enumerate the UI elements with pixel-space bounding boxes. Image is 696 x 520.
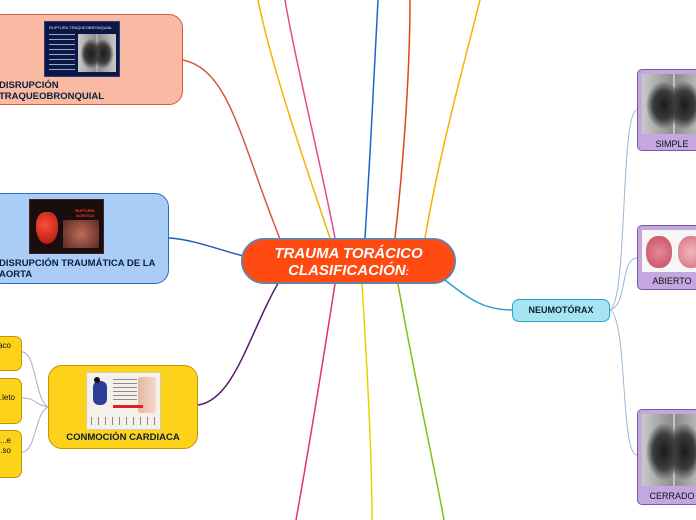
torso-section bbox=[138, 377, 156, 413]
link-conm-child-3 bbox=[21, 406, 49, 453]
topic-label: DISRUPCIÓN TRAQUEOBRONQUIAL bbox=[0, 80, 105, 102]
central-topic[interactable]: TRAUMA TORÁCICO CLASIFICACIÓN: bbox=[241, 238, 456, 284]
conmocion-subtopic-1[interactable]: ...aco bbox=[0, 336, 22, 371]
subtopic-cerrado[interactable]: CERRADO bbox=[637, 409, 696, 505]
subtopic-simple[interactable]: SIMPLE bbox=[637, 69, 696, 151]
conmocion-illustration bbox=[86, 372, 161, 430]
subtopic-label: CERRADO bbox=[649, 491, 695, 501]
subtopic-label: SIMPLE bbox=[655, 139, 689, 149]
branch-line-top-5 bbox=[424, 0, 481, 239]
chest-xray-image bbox=[642, 414, 696, 486]
link-simple bbox=[609, 109, 638, 311]
ball-icon bbox=[94, 377, 100, 383]
lung-illustration bbox=[642, 230, 696, 272]
conmocion-subtopic-2[interactable]: ...leto bbox=[0, 378, 22, 424]
link-abierto bbox=[609, 257, 638, 311]
link-conm-child-1 bbox=[21, 351, 49, 408]
topic-disrupcion-aorta[interactable]: RUPTURA AORTICA DISRUPCIÓN TRAUMÁTICA DE… bbox=[0, 193, 169, 284]
thumbnail-bullets bbox=[49, 34, 75, 72]
topic-label: CONMOCIÓN CARDIACA bbox=[66, 432, 180, 443]
topic-label: DISRUPCIÓN TRAUMÁTICA DE LA AORTA bbox=[0, 258, 156, 280]
thumbnail-title: RUPTURA TRAQUEOBRONQUIAL bbox=[49, 25, 113, 30]
subtopic-label: ABIERTO bbox=[652, 276, 692, 286]
link-conm-child-2 bbox=[21, 397, 49, 408]
chest-xray-image bbox=[642, 74, 696, 134]
surgery-photo bbox=[63, 220, 99, 248]
central-topic-line2: CLASIFICACIÓN: bbox=[288, 262, 409, 279]
branch-line-top-1 bbox=[257, 0, 331, 239]
branch-line-bottom-1 bbox=[295, 283, 336, 520]
heart-illustration bbox=[36, 212, 58, 244]
text-panel bbox=[113, 379, 137, 401]
impact-arrow bbox=[113, 405, 143, 408]
topic-neumotorax[interactable]: NEUMOTÓRAX bbox=[512, 299, 610, 322]
branch-line-top-2 bbox=[284, 0, 336, 239]
thumbnail-title: RUPTURA AORTICA bbox=[75, 208, 95, 218]
player-figure bbox=[93, 381, 107, 405]
ecg-trace bbox=[91, 417, 157, 425]
topic-conmocion-cardiaca[interactable]: CONMOCIÓN CARDIACA bbox=[48, 365, 198, 449]
chest-xray-image bbox=[78, 34, 116, 72]
xray-thumbnail: RUPTURA TRAQUEOBRONQUIAL bbox=[44, 21, 120, 77]
topic-disrupcion-traqueobronquial[interactable]: RUPTURA TRAQUEOBRONQUIAL DISRUPCIÓN TRAQ… bbox=[0, 14, 183, 105]
branch-line-top-3 bbox=[364, 0, 379, 239]
branch-line-bottom-3 bbox=[397, 283, 445, 520]
link-neumotorax bbox=[444, 279, 513, 311]
link-conmocion bbox=[197, 279, 281, 406]
central-topic-line1: TRAUMA TORÁCICO bbox=[274, 245, 423, 262]
link-disrupcion bbox=[182, 59, 283, 245]
subtopic-abierto[interactable]: ABIERTO bbox=[637, 225, 696, 290]
branch-line-top-4 bbox=[394, 0, 411, 239]
conmocion-subtopic-3[interactable]: ...e ...so bbox=[0, 430, 22, 478]
aorta-thumbnail: RUPTURA AORTICA bbox=[29, 199, 104, 254]
link-cerrado bbox=[609, 309, 638, 456]
branch-line-bottom-2 bbox=[361, 283, 373, 520]
